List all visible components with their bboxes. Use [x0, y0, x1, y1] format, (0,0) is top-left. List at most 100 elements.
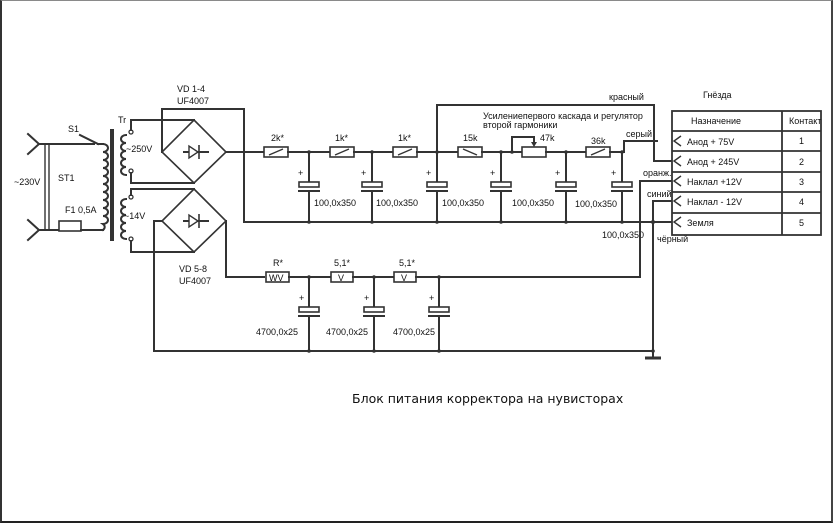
- resistor-value: 5,1*: [334, 258, 351, 268]
- table-row: Анод + 75V 1: [672, 135, 804, 147]
- wire-orange-label: оранж.: [643, 168, 672, 178]
- socket-icon: [672, 175, 682, 187]
- bridge-2-type: UF4007: [179, 276, 211, 286]
- capacitor-c5: + 100,0x350: [555, 151, 617, 223]
- row-purpose: Земля: [687, 218, 714, 228]
- table-row: Земля 5: [672, 216, 804, 228]
- resistor-value: R*: [273, 258, 283, 268]
- polarity-mark: +: [555, 168, 560, 178]
- capacitor-c1: + 100,0x350: [298, 151, 356, 223]
- wire-black-label: чёрный: [657, 234, 688, 244]
- output-wiring: красный серый оранж. синий чёрный: [609, 92, 688, 360]
- secondary-winding-high-icon: [120, 133, 128, 177]
- resistor-glyph: V: [401, 273, 407, 283]
- connector-table-title: Гнёзда: [703, 90, 732, 100]
- socket-icon: [672, 155, 682, 167]
- wire-blue-label: синий: [647, 189, 672, 199]
- resistor-r-star: R* WV: [265, 258, 290, 283]
- capacitor-c7: + 4700,0x25: [256, 276, 320, 352]
- socket-icon: [672, 195, 682, 207]
- resistor-value: 1k*: [398, 133, 412, 143]
- polarity-mark: +: [490, 168, 495, 178]
- polarity-mark: +: [364, 293, 369, 303]
- socket-icon: [672, 216, 682, 228]
- polarity-mark: +: [426, 168, 431, 178]
- capacitor-value: 4700,0x25: [326, 327, 368, 337]
- capacitor-value: 100,0x350: [314, 198, 356, 208]
- plug-pin-top-icon: [26, 132, 41, 156]
- capacitor-icon: [361, 181, 383, 188]
- capacitor-c8: + 4700,0x25: [326, 276, 385, 352]
- wire-red-label: красный: [609, 92, 644, 102]
- resistor-glyph: V: [338, 273, 344, 283]
- wire-grey-label: серый: [626, 129, 652, 139]
- resistor-value: 15k: [463, 133, 478, 143]
- socket-icon: [672, 135, 682, 147]
- potentiometer-value: 47k: [540, 133, 555, 143]
- potentiometer: 47k: [511, 133, 555, 158]
- capacitor-c2: + 100,0x350: [361, 151, 418, 223]
- capacitor-icon: [363, 306, 385, 313]
- table-row: Наклал - 12V 4: [672, 195, 804, 207]
- row-contact: 3: [799, 177, 804, 187]
- row-purpose: Анод + 75V: [687, 137, 734, 147]
- switch-lever-icon[interactable]: [78, 133, 100, 146]
- row-contact: 5: [799, 218, 804, 228]
- transformer: Tr ~250V ~14V: [99, 115, 195, 253]
- capacitor-icon: [428, 306, 450, 313]
- capacitor-icon: [611, 181, 633, 188]
- resistor-value: 2k*: [271, 133, 285, 143]
- cable-label: ST1: [58, 173, 75, 183]
- capacitor-value: 100,0x350: [376, 198, 418, 208]
- header-purpose: Назначение: [691, 116, 741, 126]
- resistor-r1: 2k*: [263, 133, 289, 158]
- mains-voltage-label: ~230V: [14, 177, 40, 187]
- row-contact: 4: [799, 197, 804, 207]
- resistor-value: 5,1*: [399, 258, 416, 268]
- heater-filter: R* WV 5,1* V 5,1* V + 4700,0x25: [256, 180, 675, 353]
- table-row: Наклал +12V 3: [672, 175, 804, 187]
- capacitor-value: 4700,0x25: [393, 327, 435, 337]
- row-purpose: Наклал - 12V: [687, 197, 742, 207]
- switch-label: S1: [68, 124, 79, 134]
- polarity-mark: +: [361, 168, 366, 178]
- resistor-value: 1k*: [335, 133, 349, 143]
- row-purpose: Наклал +12V: [687, 177, 742, 187]
- capacitor-c6: + 100,0x350: [602, 151, 644, 240]
- capacitor-c3: + 100,0x350: [426, 104, 484, 223]
- resistor-value: 36k: [591, 136, 606, 146]
- capacitor-c4: + 100,0x350: [490, 151, 554, 223]
- resistor-glyph: WV: [269, 273, 284, 283]
- fuse-label: F1 0,5A: [65, 205, 97, 215]
- potentiometer-icon: [521, 146, 547, 158]
- header-contact: Контакт: [789, 116, 821, 126]
- capacitor-icon: [555, 181, 577, 188]
- bridge-2-name: VD 5-8: [179, 264, 207, 274]
- polarity-mark: +: [429, 293, 434, 303]
- bridge-vd1-4: VD 1-4 UF4007: [160, 84, 245, 223]
- bridge-vd5-8: VD 5-8 UF4007: [153, 187, 653, 352]
- table-row: Анод + 245V 2: [672, 155, 804, 167]
- capacitor-c9: + 4700,0x25: [393, 276, 450, 352]
- mains-input: ~230V ST1 S1 F1 0,5A: [14, 124, 104, 242]
- row-contact: 1: [799, 136, 804, 146]
- resistor-r6: 36k: [585, 136, 611, 158]
- transformer-label: Tr: [118, 115, 126, 125]
- polarity-mark: +: [299, 293, 304, 303]
- stage-note-line1: Усилениепервого каскада и регулятор: [483, 111, 643, 121]
- stage-note-line2: второй гармоники: [483, 120, 557, 130]
- transformer-core-icon: [110, 129, 114, 241]
- capacitor-value: 100,0x350: [512, 198, 554, 208]
- resistor-r2: 1k*: [329, 133, 355, 158]
- row-purpose: Анод + 245V: [687, 157, 739, 167]
- polarity-mark: +: [611, 168, 616, 178]
- capacitor-icon: [426, 181, 448, 188]
- bridge-1-name: VD 1-4: [177, 84, 205, 94]
- capacitor-icon: [298, 181, 320, 188]
- resistor-r3: 1k*: [392, 133, 418, 158]
- plug-pin-bottom-icon: [26, 218, 41, 242]
- resistor-r4: 15k: [457, 133, 483, 158]
- secondary-high-label: ~250V: [126, 144, 152, 154]
